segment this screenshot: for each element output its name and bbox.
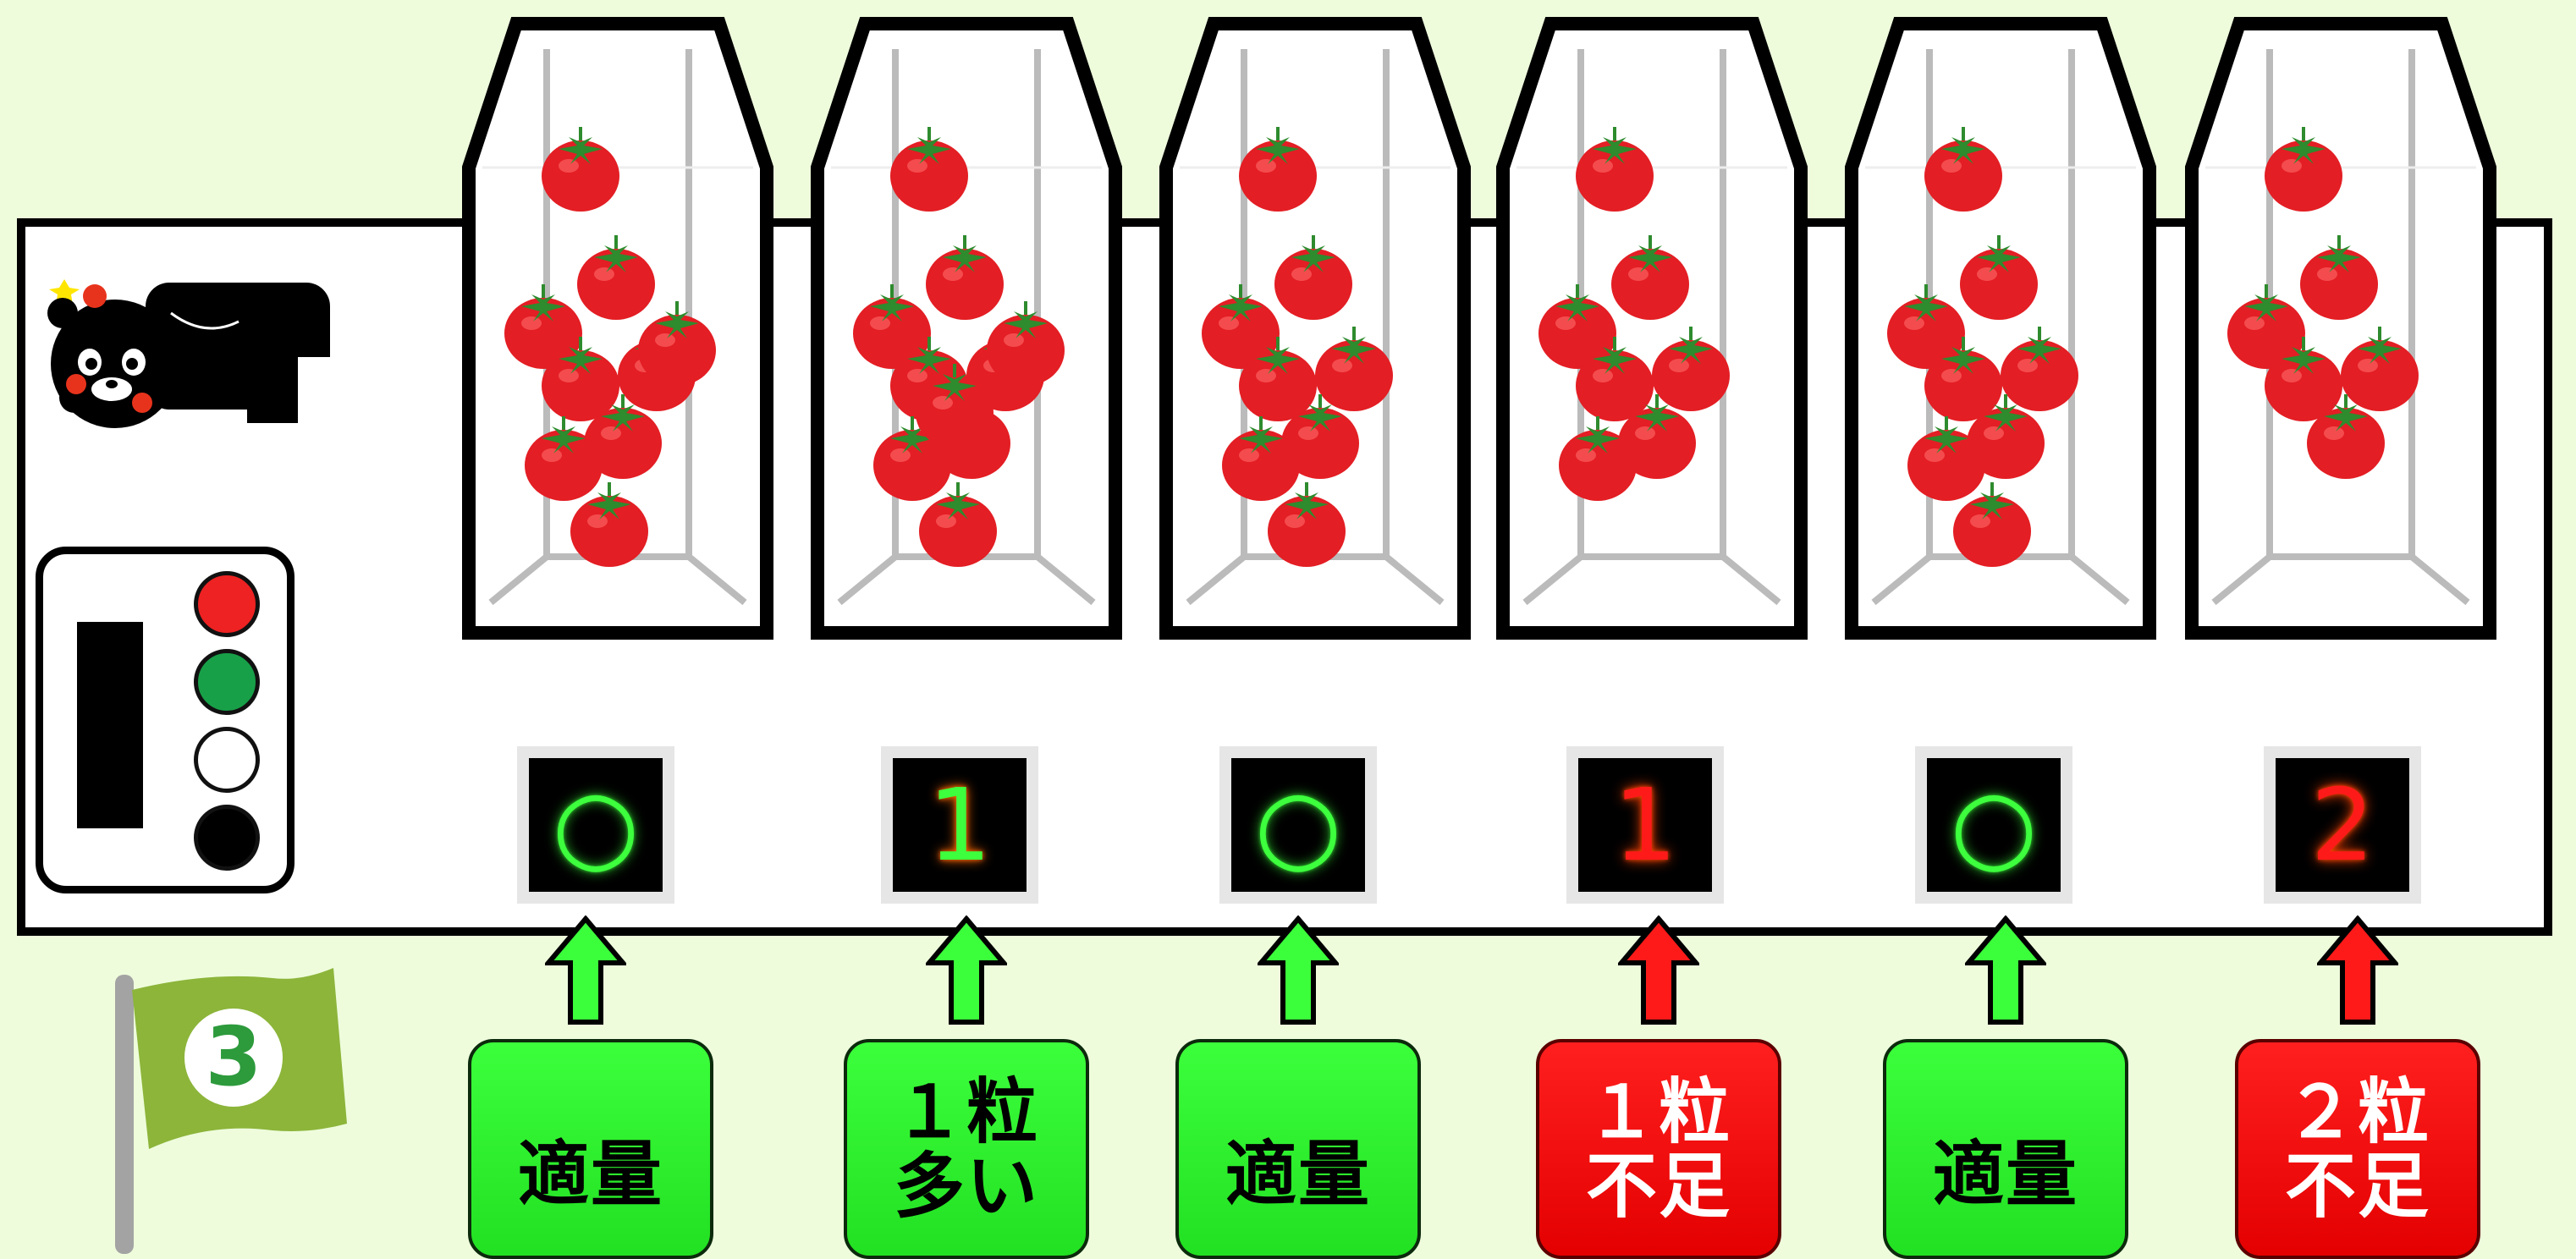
lane-display-value: ○ [552, 767, 640, 883]
lane-display: 2 [2264, 746, 2421, 904]
tomato-icon [2307, 394, 2385, 479]
green-lamp-icon [194, 649, 260, 715]
button-label-line1: 適量 [517, 1132, 663, 1216]
lane-display-screen: ○ [529, 758, 663, 892]
tomato-hopper [1496, 17, 1808, 640]
lane-display-value: 1 [927, 767, 992, 883]
lane-display: ○ [1915, 746, 2072, 904]
tomato-icon [2227, 284, 2305, 369]
tomato-icon [2341, 327, 2419, 411]
tomato-icon [1268, 482, 1346, 567]
tomato-icon [1907, 416, 1985, 501]
tomato-icon [1887, 284, 1965, 369]
lane-display-screen: 1 [1578, 758, 1712, 892]
lane-status-button[interactable]: 適量 [1883, 1039, 2128, 1259]
tomato-icon [584, 394, 662, 479]
button-label-line1: ２粒 [2284, 1069, 2430, 1153]
tomato-icon [1239, 127, 1317, 212]
tomato-icon [873, 416, 951, 501]
tomato-icon [1652, 327, 1730, 411]
button-label-line2: 多い [893, 1145, 1039, 1228]
up-arrow-icon [1618, 915, 1699, 1025]
tomato-icon [1611, 235, 1689, 320]
flag-icon: 3 [115, 968, 347, 1254]
button-label-line1: １粒 [1585, 1069, 1731, 1153]
signal-lamp-panel [36, 547, 294, 893]
tomato-hopper [462, 17, 773, 640]
tomato-icon [987, 301, 1065, 386]
white-lamp-icon [194, 727, 260, 793]
tomato-icon [1924, 127, 2002, 212]
tomato-icon [638, 301, 716, 386]
tomato-icon [1559, 416, 1637, 501]
tomato-hopper [1159, 17, 1471, 640]
tomato-icon [1960, 235, 2038, 320]
lane-status-button[interactable]: 適量 [1175, 1039, 1421, 1259]
tomato-icon [1202, 284, 1280, 369]
lane-display-screen: 1 [893, 758, 1027, 892]
lane-display-value: ○ [1254, 767, 1342, 883]
lane-status-button[interactable]: 適量 [468, 1039, 713, 1259]
lane-display-screen: 2 [2276, 758, 2409, 892]
lane-status-button[interactable]: １粒多い [844, 1039, 1089, 1259]
tomato-icon [853, 284, 931, 369]
tomato-icon [916, 364, 994, 448]
button-label-line1: 適量 [1932, 1132, 2078, 1216]
lane-display-screen: ○ [1927, 758, 2061, 892]
tomato-icon [577, 235, 655, 320]
tomato-icon [2300, 235, 2378, 320]
tomato-icon [1576, 337, 1654, 421]
tomato-icon [1239, 337, 1317, 421]
tomato-icon [919, 482, 997, 567]
tomato-icon [1222, 416, 1300, 501]
lane-display: 1 [881, 746, 1038, 904]
up-arrow-icon [926, 915, 1007, 1025]
tomato-icon [1924, 337, 2002, 421]
tomato-icon [1281, 394, 1359, 479]
signal-bar [77, 622, 143, 828]
tomato-icon [2265, 127, 2342, 212]
red-lamp-icon [194, 571, 260, 637]
lane-display: ○ [1219, 746, 1377, 904]
lane-status-button[interactable]: ２粒不足 [2235, 1039, 2480, 1259]
lane-display-value: 2 [2310, 767, 2375, 883]
tomato-icon [1953, 482, 2031, 567]
tomato-icon [542, 337, 619, 421]
button-label-line2: 不足 [1585, 1145, 1731, 1228]
tomato-icon [1967, 394, 2045, 479]
tomato-hopper [2185, 17, 2496, 640]
button-label-line2: 不足 [2284, 1145, 2430, 1228]
lane-display: ○ [517, 746, 674, 904]
up-arrow-icon [1965, 915, 2046, 1025]
mascot-bear-icon [47, 279, 332, 428]
tomato-icon [890, 127, 968, 212]
lane-display: 1 [1566, 746, 1724, 904]
tomato-icon [2265, 337, 2342, 421]
up-arrow-icon [1258, 915, 1339, 1025]
up-arrow-icon [545, 915, 626, 1025]
tomato-icon [1576, 127, 1654, 212]
tomato-icon [926, 235, 1004, 320]
tomato-icon [1274, 235, 1352, 320]
tomato-icon [1618, 394, 1696, 479]
button-label-line1: １粒 [893, 1069, 1039, 1153]
up-arrow-icon [2317, 915, 2398, 1025]
tomato-icon [504, 284, 582, 369]
black-lamp-icon [194, 805, 260, 871]
lane-status-button[interactable]: １粒不足 [1536, 1039, 1781, 1259]
tomato-icon [525, 416, 603, 501]
tomato-hopper [1845, 17, 2156, 640]
tomato-icon [570, 482, 648, 567]
lane-display-value: 1 [1613, 767, 1677, 883]
button-label-line1: 適量 [1225, 1132, 1371, 1216]
tomato-icon [2001, 327, 2078, 411]
tomato-icon [1538, 284, 1616, 369]
tomato-icon [542, 127, 619, 212]
tomato-icon [1315, 327, 1393, 411]
flag-number: 3 [206, 1009, 262, 1104]
tomato-hopper [811, 17, 1122, 640]
lane-display-value: ○ [1950, 767, 2038, 883]
lane-display-screen: ○ [1231, 758, 1365, 892]
